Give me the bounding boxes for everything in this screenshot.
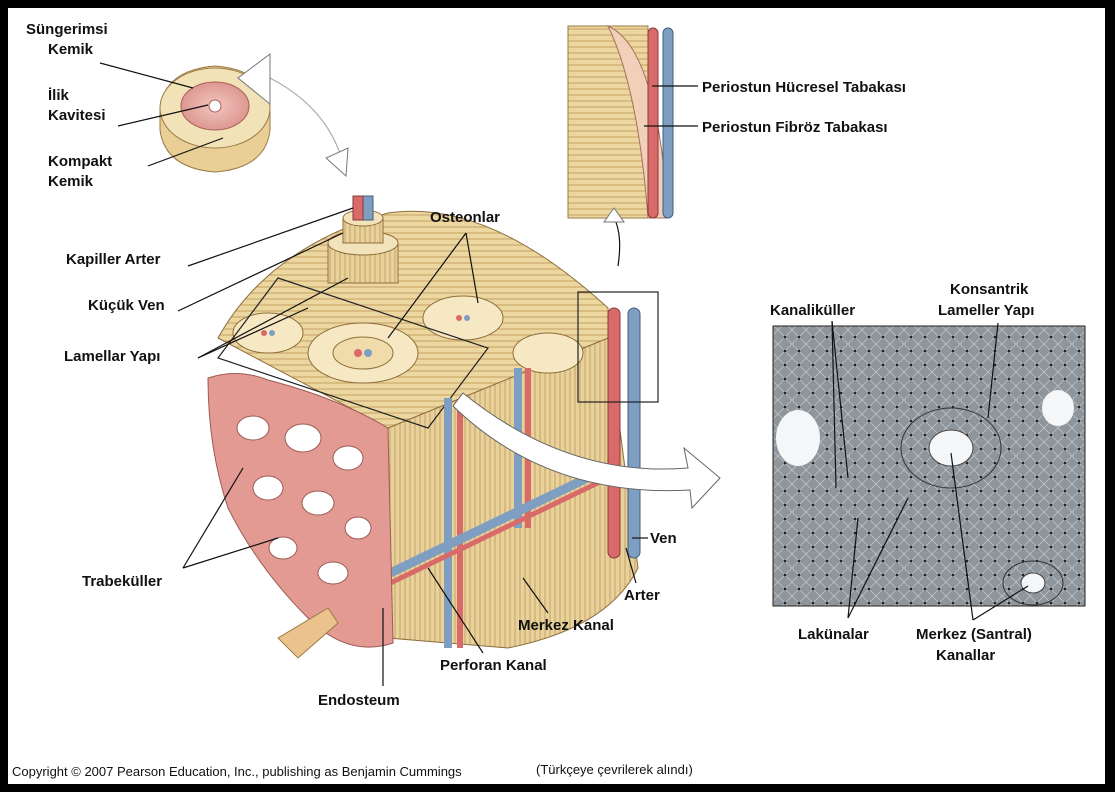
label-endosteum: Endosteum (318, 692, 400, 709)
label-artery: Arter (624, 587, 660, 604)
bone-cross-section-thumbnail (160, 54, 270, 172)
label-compact-bone-1: Kompakt (48, 153, 112, 170)
arrow-to-block (326, 148, 348, 176)
label-concentric-lamellae-1: Konsantrik (950, 281, 1029, 298)
label-spongy-bone-2: Kemik (48, 41, 94, 58)
label-capillary-artery: Kapiller Arter (66, 251, 161, 268)
label-vein: Ven (650, 530, 677, 547)
label-periosteum-cellular: Periostun Hücresel Tabakası (702, 79, 906, 96)
copyright-text: Copyright © 2007 Pearson Education, Inc.… (12, 764, 462, 779)
spongy-bone-trabeculae (208, 373, 393, 658)
label-small-vein: Küçük Ven (88, 297, 165, 314)
label-lacunae: Lakünalar (798, 626, 869, 643)
label-periosteum-fibrous: Periostun Fibröz Tabakası (702, 119, 888, 136)
label-central-canals-2: Kanallar (936, 647, 995, 664)
translation-note: (Türkçeye çevrilerek alındı) (536, 762, 693, 777)
label-marrow-cavity-2: Kavitesi (48, 107, 106, 124)
periosteum-detail (568, 26, 673, 218)
label-compact-bone-2: Kemik (48, 173, 94, 190)
bone-structure-diagram: Süngerimsi Kemik İlik Kavitesi Kompakt K… (8, 8, 1105, 784)
label-lamellar-structure: Lamellar Yapı (64, 348, 160, 365)
label-spongy-bone-1: Süngerimsi (26, 21, 108, 38)
label-concentric-lamellae-2: Lameller Yapı (938, 302, 1034, 319)
label-perforating-canal: Perforan Kanal (440, 657, 547, 674)
label-marrow-cavity-1: İlik (48, 87, 70, 104)
micrograph-panel (773, 326, 1085, 606)
label-canaliculi: Kanaliküller (770, 302, 855, 319)
label-trabeculae: Trabeküller (82, 573, 162, 590)
diagram-frame: Süngerimsi Kemik İlik Kavitesi Kompakt K… (8, 8, 1105, 784)
label-central-canal: Merkez Kanal (518, 617, 614, 634)
label-central-canals-1: Merkez (Santral) (916, 626, 1032, 643)
label-osteons: Osteonlar (430, 209, 500, 226)
